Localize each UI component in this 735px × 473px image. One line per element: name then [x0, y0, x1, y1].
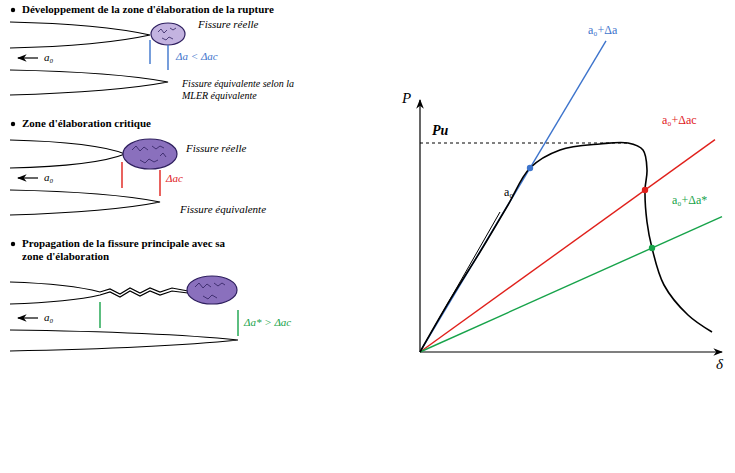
real-crack	[10, 140, 125, 168]
axis-label: δ	[716, 358, 723, 371]
process-zone	[123, 139, 177, 169]
section-heading: Développement de la zone d'élaboration d…	[22, 3, 274, 16]
section-heading: Propagation de la fissure principale ave…	[22, 237, 237, 263]
real-crack	[10, 22, 150, 48]
secant-line	[420, 41, 606, 352]
dimension-label: a₀	[44, 171, 53, 184]
dimension-label: Δac	[166, 172, 183, 185]
section-heading: Zone d'élaboration critique	[22, 117, 151, 130]
main-crack	[10, 282, 188, 294]
dimension-label: Δa* > Δac	[244, 316, 291, 329]
secant-line	[420, 217, 722, 352]
main-crack	[10, 291, 188, 304]
intersection-dot	[649, 245, 655, 251]
equivalent-crack	[10, 330, 238, 351]
microcracks	[158, 28, 176, 40]
curve-label: a₀+Δa	[588, 24, 617, 37]
x-axis	[420, 351, 722, 352]
bullet	[11, 122, 15, 126]
dimension-tick	[237, 310, 238, 336]
microcracks	[132, 146, 166, 163]
bullet	[11, 242, 15, 246]
bullet	[11, 8, 15, 12]
dimension-arrow	[18, 177, 38, 178]
curve-label: a₀+Δa*	[672, 194, 707, 207]
curve-label: a₀+Δac	[662, 114, 697, 127]
crack-label: Fissure équivalente selon la MLER équiva…	[182, 78, 322, 102]
intersection-dot	[527, 165, 533, 171]
dimension-tick	[121, 162, 122, 188]
process-zone	[151, 23, 185, 45]
crack-label: Fissure équivalente	[180, 203, 266, 216]
dimension-arrow	[18, 57, 38, 58]
crack-label: Fissure réelle	[186, 142, 246, 155]
dimension-arrow	[18, 317, 38, 318]
y-axis	[419, 100, 420, 352]
curve-label: a₀	[504, 186, 514, 199]
crack-label: Fissure réelle	[198, 18, 258, 31]
peak-load-label: Pu	[432, 124, 448, 137]
dimension-label: a₀	[44, 311, 53, 324]
process-zone	[187, 276, 237, 304]
dimension-tick	[167, 45, 168, 70]
equivalent-crack	[10, 190, 160, 215]
microcracks	[195, 283, 225, 299]
axis-label: P	[402, 92, 411, 105]
dimension-tick	[99, 302, 100, 328]
dimension-label: Δa < Δac	[176, 50, 218, 63]
dimension-tick	[159, 170, 160, 196]
intersection-dot	[642, 187, 648, 193]
dimension-tick	[149, 40, 150, 64]
secant-line	[420, 140, 715, 352]
load-displacement-curve	[420, 142, 712, 352]
dimension-label: a₀	[44, 51, 53, 64]
equivalent-crack	[10, 70, 168, 95]
